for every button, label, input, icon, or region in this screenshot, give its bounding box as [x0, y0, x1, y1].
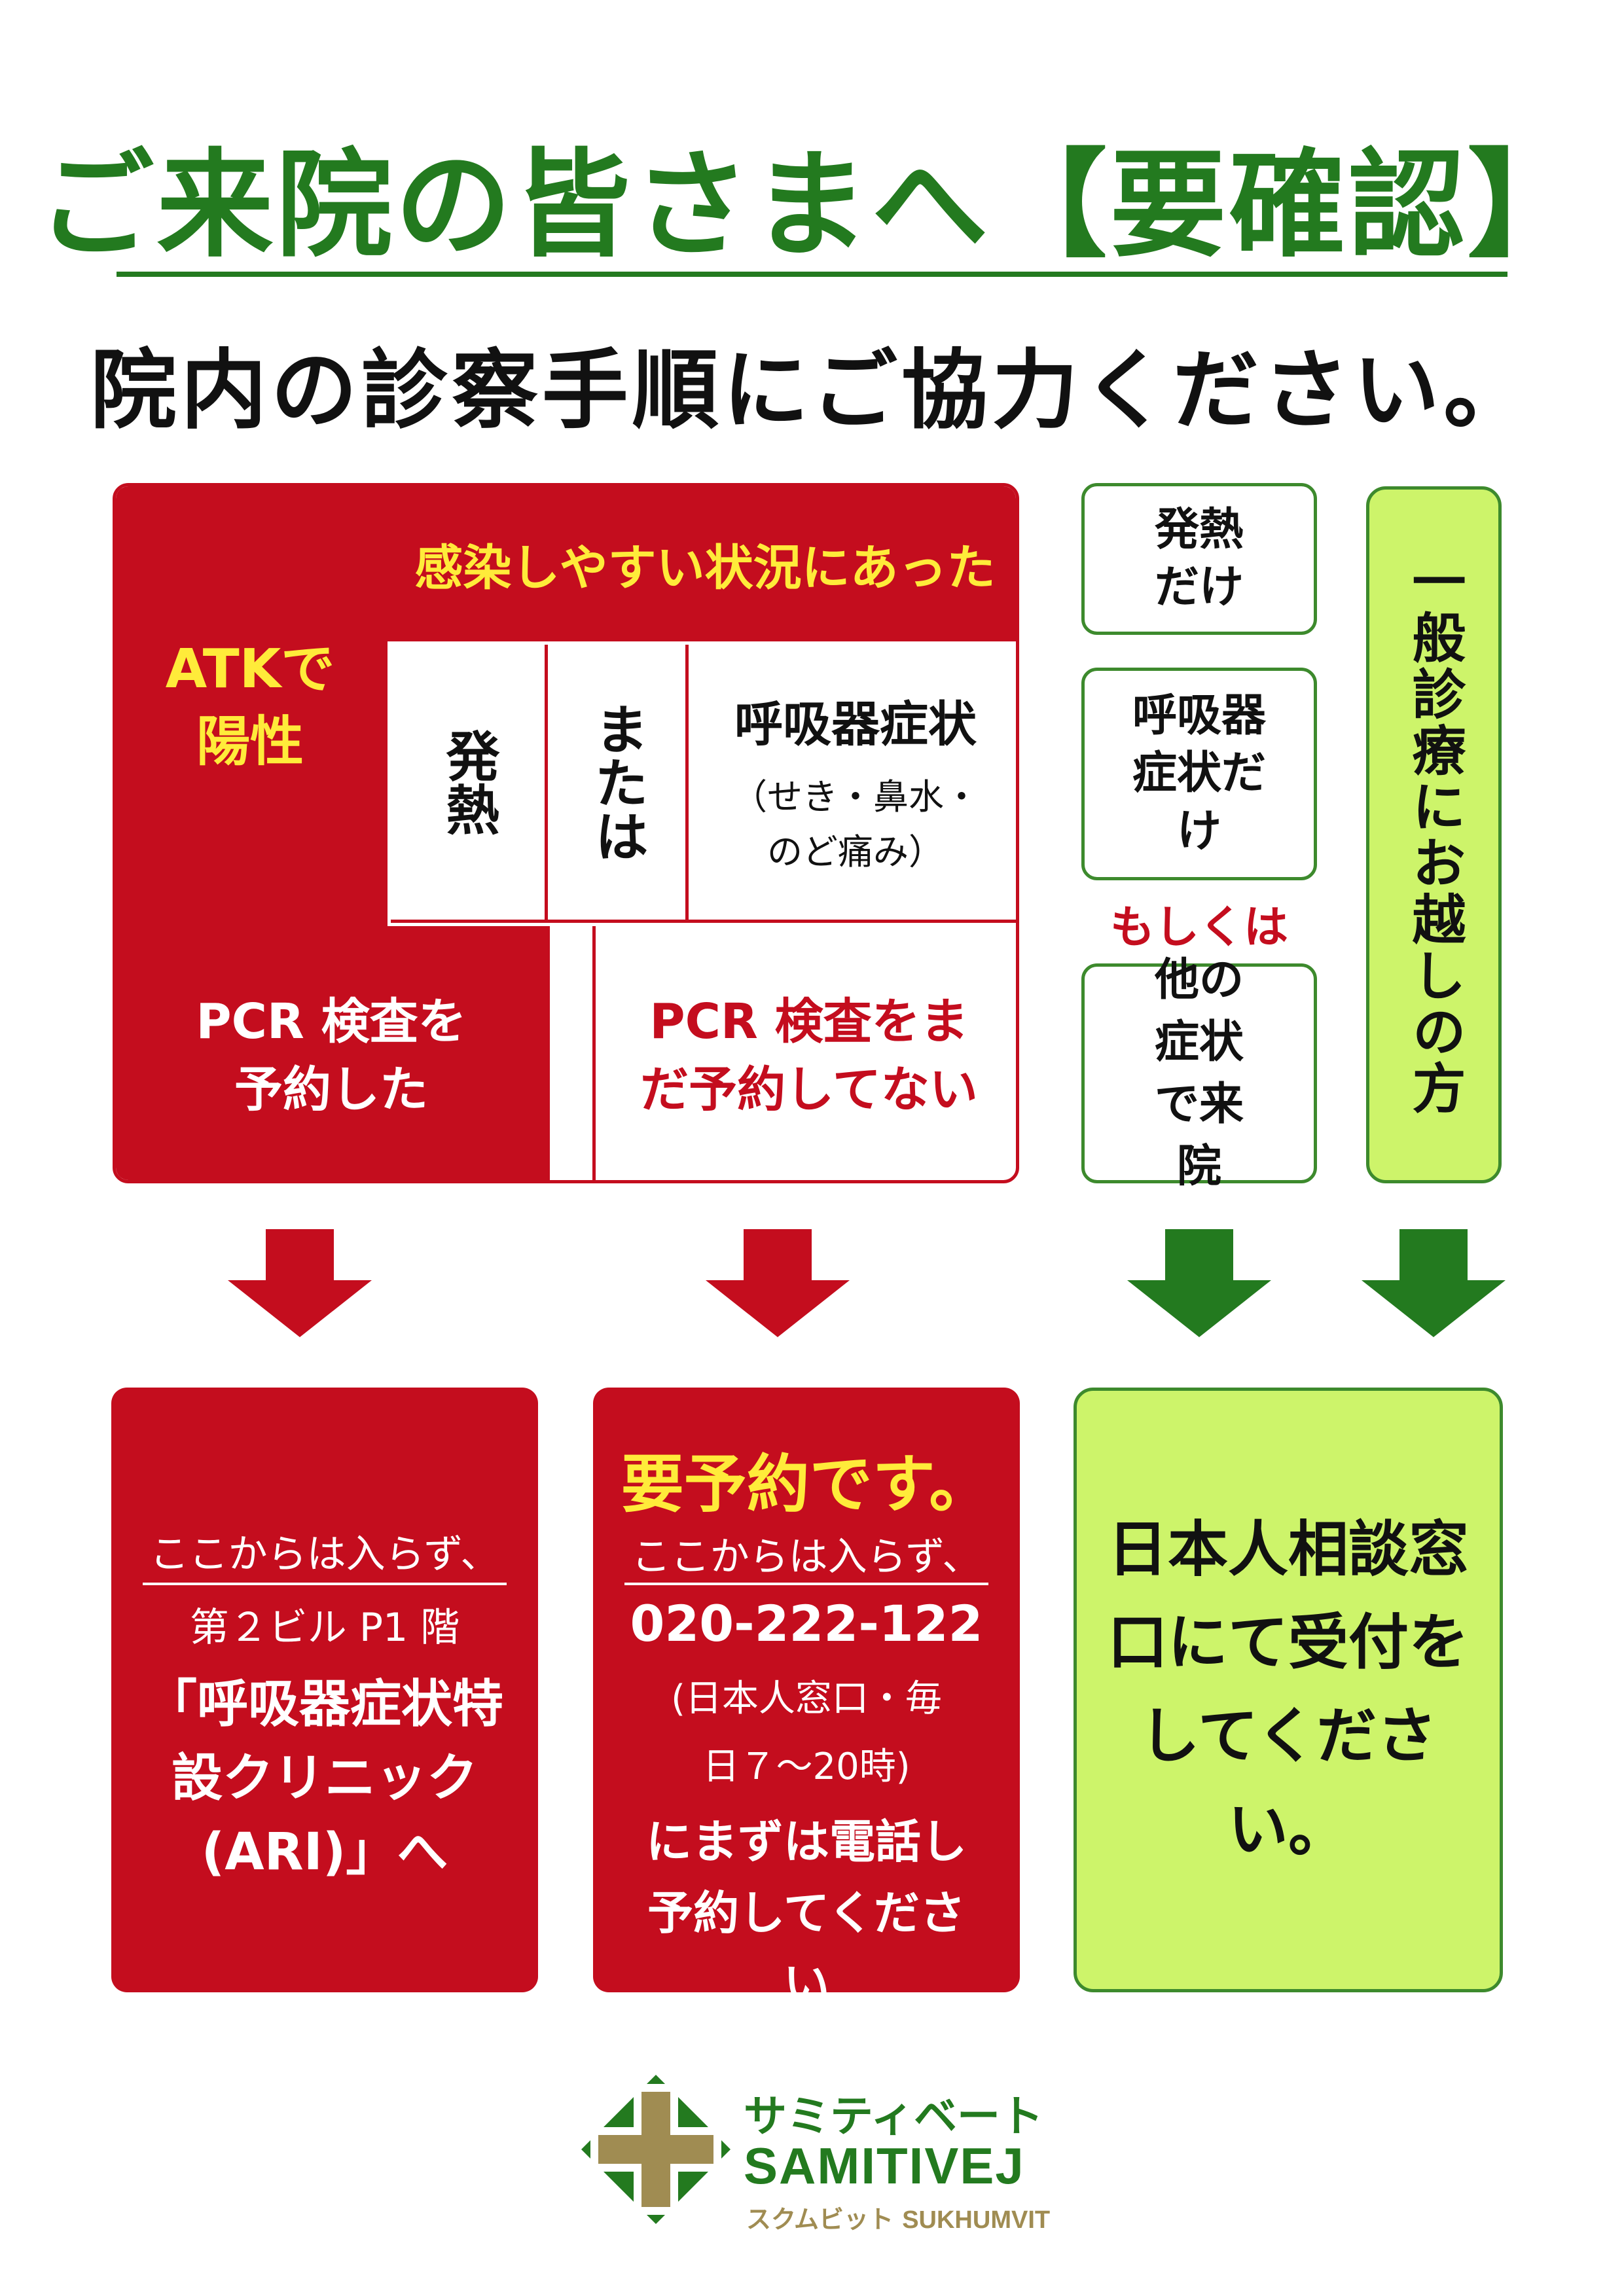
respiratory-examples: （せき・鼻水・のど痛み） — [732, 776, 979, 872]
other-symptoms-label: 他の症状で来院 — [1154, 954, 1244, 1193]
ari-no-entry: ここからは入らず、 — [149, 1532, 500, 1577]
atk-positive-label: ATKで陽性 — [165, 638, 335, 773]
other-symptoms-box: 他の症状で来院 — [1081, 954, 1317, 1193]
respiratory-cell: 呼吸器症状 （せき・鼻水・のど痛み） — [689, 645, 1016, 923]
logo-katakana: サミティベート — [744, 2091, 1044, 2142]
flow-gap — [547, 926, 596, 1180]
arrow-down-red-2-icon — [706, 1229, 850, 1337]
pcr-booked-cell: PCR 検査を予約した — [116, 926, 547, 1180]
title-divider — [117, 272, 1507, 277]
reservation-phone: 020-222-122 — [630, 1594, 983, 1653]
fever-label: 発熱 — [437, 728, 499, 836]
ari-location: 第２ビル P1 階 — [189, 1605, 460, 1651]
reservation-heading: 要予約です。 — [621, 1448, 992, 1521]
infection-risk-label: 感染しやすい状況にあった — [414, 540, 996, 596]
ari-divider — [143, 1583, 507, 1585]
logo-name: SAMITIVEJ — [744, 2137, 1025, 2195]
flow-block-main: ATKで陽性 感染しやすい状況にあった 発熱 または 呼吸器症状 （せき・鼻水・… — [113, 483, 1019, 1183]
reservation-action: にまずは電話し予約してください — [646, 1815, 967, 2011]
fever-cell: 発熱 — [391, 645, 548, 923]
page-subtitle: 院内の診察手順にご協力ください。 — [90, 340, 1534, 441]
arrow-down-green-1-icon — [1127, 1229, 1271, 1337]
fever-only-box: 発熱だけ — [1081, 483, 1317, 635]
atk-positive-cell: ATKで陽性 — [116, 486, 388, 926]
reservation-no-entry: ここからは入らず、 — [631, 1534, 982, 1580]
or-label: または — [585, 702, 648, 863]
infection-risk-cell: 感染しやすい状況にあった — [388, 486, 1016, 641]
pcr-not-booked-label: PCR 検査をまだ予約してない — [640, 994, 978, 1118]
reservation-hours: (日本人窓口・毎日７～20時) — [671, 1677, 942, 1788]
pcr-not-booked-cell: PCR 検査をまだ予約してない — [596, 926, 1016, 1180]
respiratory-only-box: 呼吸器症状だけ — [1081, 668, 1317, 880]
japanese-desk-text: 日本人相談窓口にて受付をしてください。 — [1107, 1514, 1469, 1865]
samitivej-cross-logo-icon — [581, 2075, 731, 2224]
arrow-down-green-2-icon — [1362, 1229, 1506, 1337]
respiratory-only-label: 呼吸器症状だけ — [1132, 689, 1266, 857]
general-visit-label: 一般診療にお越しの方 — [1403, 553, 1465, 1117]
pcr-booked-label: PCR 検査を予約した — [196, 994, 467, 1118]
page-title: ご来院の皆さまへ【要確認】 — [37, 137, 1587, 273]
japanese-desk-result-box: 日本人相談窓口にて受付をしてください。 — [1074, 1388, 1503, 1992]
logo-branch-katakana: スクムビット — [746, 2205, 893, 2234]
or-cell: または — [548, 645, 689, 923]
reservation-divider — [624, 1583, 988, 1585]
arrow-down-red-1-icon — [228, 1229, 372, 1337]
respiratory-label: 呼吸器症状 — [734, 696, 977, 753]
fever-only-label: 発熱だけ — [1154, 503, 1244, 613]
ari-result-box: ここからは入らず、 第２ビル P1 階 「呼吸器症状特設クリニック(ARI)」へ — [111, 1388, 538, 1992]
ari-clinic: 「呼吸器症状特設クリニック(ARI)」へ — [145, 1675, 503, 1882]
general-visit-box: 一般診療にお越しの方 — [1366, 486, 1502, 1183]
logo-branch: SUKHUMVIT — [902, 2206, 1051, 2234]
reservation-result-box: 要予約です。 ここからは入らず、 020-222-122 (日本人窓口・毎日７～… — [593, 1388, 1020, 2011]
logo-branch-line: スクムビット SUKHUMVIT — [746, 2199, 1050, 2235]
or-else-label: もしくは — [1110, 901, 1288, 954]
